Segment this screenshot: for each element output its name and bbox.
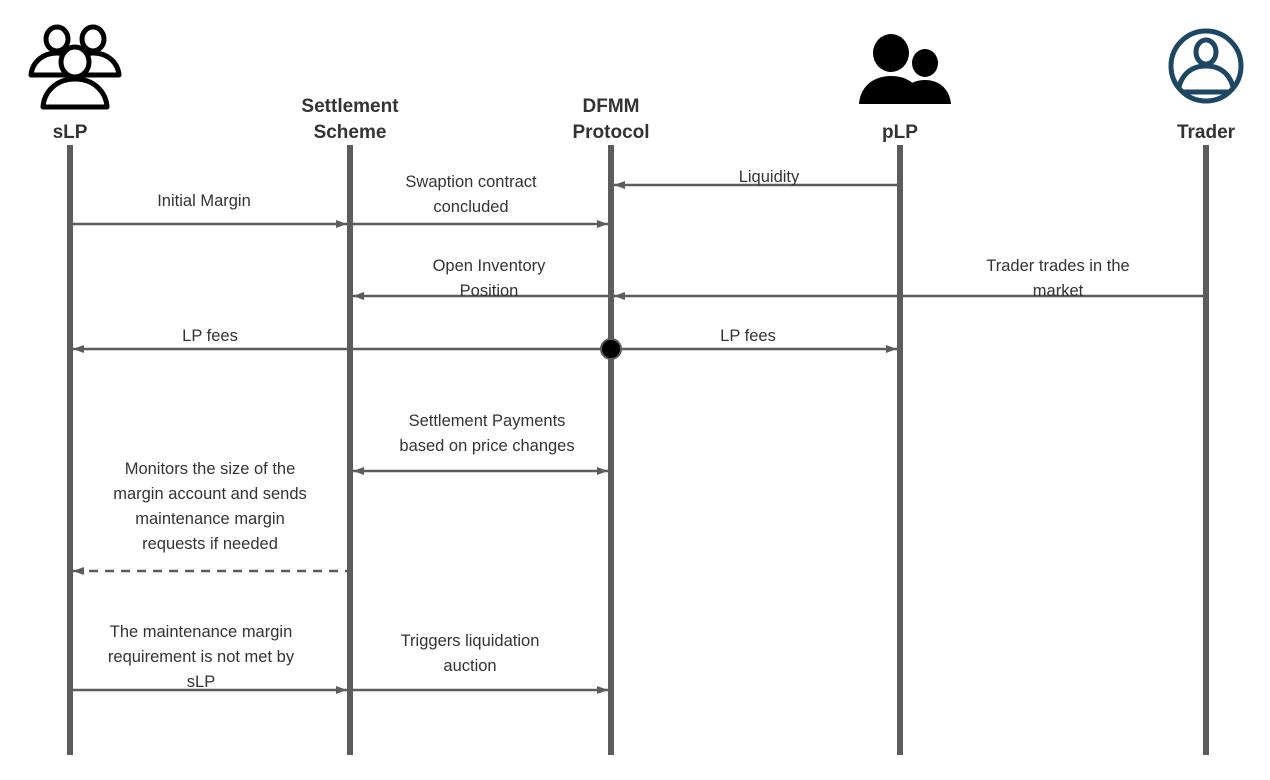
- message-label-monitor-line1: Monitors the size of the: [125, 460, 296, 478]
- message-label-lp-fees-slp: LP fees: [182, 327, 238, 345]
- message-label-monitor-line4: requests if needed: [142, 535, 278, 553]
- message-label-swaption-line2: concluded: [433, 198, 508, 216]
- message-liquidity: Liquidity: [614, 168, 897, 189]
- actor-label-plp: pLP: [882, 122, 918, 143]
- message-label-settlement-payments-line1: Settlement Payments: [409, 412, 566, 430]
- message-initial-margin: Initial Margin: [73, 192, 347, 228]
- message-open-inventory-position: Open Inventory Position: [353, 257, 608, 300]
- message-label-swaption-line1: Swaption contract: [405, 173, 537, 191]
- message-lp-fees-to-plp: LP fees: [611, 327, 897, 353]
- message-label-triggers-line1: Triggers liquidation: [401, 632, 540, 650]
- message-label-liquidity: Liquidity: [739, 168, 800, 186]
- message-label-not-met-line2: requirement is not met by: [108, 648, 295, 666]
- message-maintenance-margin-not-met: The maintenance margin requirement is no…: [73, 623, 347, 694]
- message-trader-trades-in-the-market: Trader trades in the market: [614, 257, 1203, 300]
- message-swaption-contract-concluded: Swaption contract concluded: [353, 173, 608, 228]
- message-label-initial-margin: Initial Margin: [157, 192, 251, 210]
- message-label-monitor-line3: maintenance margin: [135, 510, 285, 528]
- message-label-settlement-payments-line2: based on price changes: [399, 437, 574, 455]
- message-settlement-payments: Settlement Payments based on price chang…: [353, 412, 608, 475]
- user-circle-icon: [1168, 28, 1244, 104]
- users-group-filled-icon: [859, 34, 951, 104]
- message-label-open-inventory-line2: Position: [460, 282, 519, 300]
- message-label-trader-trades-line1: Trader trades in the: [986, 257, 1129, 275]
- message-maintenance-margin-monitor: Monitors the size of the margin account …: [73, 460, 347, 575]
- actor-label-settlement-line1: Settlement: [301, 96, 399, 117]
- message-triggers-liquidation-auction: Triggers liquidation auction: [353, 632, 608, 694]
- execution-dot: [600, 338, 622, 360]
- message-lp-fees-to-slp: LP fees: [73, 327, 611, 353]
- message-label-open-inventory-line1: Open Inventory: [433, 257, 547, 275]
- message-label-lp-fees-plp: LP fees: [720, 327, 776, 345]
- actor-label-trader: Trader: [1177, 122, 1236, 143]
- message-label-not-met-line1: The maintenance margin: [110, 623, 293, 641]
- message-label-not-met-line3: sLP: [187, 673, 215, 691]
- message-label-trader-trades-line2: market: [1033, 282, 1084, 300]
- message-label-monitor-line2: margin account and sends: [113, 485, 307, 503]
- message-label-triggers-line2: auction: [443, 657, 496, 675]
- actor-label-dfmm-line1: DFMM: [583, 96, 640, 117]
- users-group-outline-icon: [28, 24, 122, 110]
- actor-label-settlement-line2: Scheme: [314, 122, 387, 143]
- actor-label-slp: sLP: [53, 122, 88, 143]
- actor-label-dfmm-line2: Protocol: [572, 122, 649, 143]
